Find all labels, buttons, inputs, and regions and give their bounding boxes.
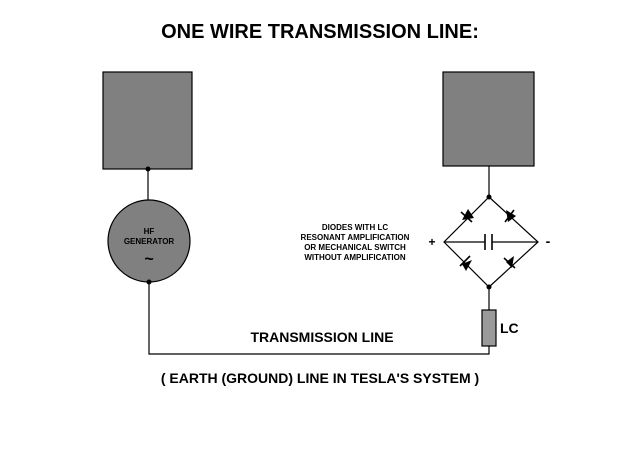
left-terminal-plate (102, 71, 193, 170)
diode-bottom-left (459, 255, 472, 271)
diode-bottom-right (503, 256, 516, 269)
page-title: ONE WIRE TRANSMISSION LINE: (161, 21, 479, 43)
diode-note-line4: WITHOUT AMPLIFICATION (304, 253, 406, 262)
diode-top-left (460, 209, 474, 223)
minus-terminal-label: - (546, 233, 551, 249)
generator-label-text: GENERATOR (124, 237, 175, 246)
generator-label-hf: HF (144, 227, 155, 236)
right-terminal-plate (442, 71, 535, 167)
transmission-line-label: TRANSMISSION LINE (250, 329, 393, 345)
left-plate-node (145, 166, 151, 172)
earth-ground-note: ( EARTH (GROUND) LINE IN TESLA'S SYSTEM … (161, 370, 479, 386)
plus-terminal-label: + (428, 235, 435, 249)
diode-note-line3: OR MECHANICAL SWITCH (304, 243, 406, 252)
diode-note-line1: DIODES WITH LC (322, 223, 388, 232)
bridge-capacitor (444, 234, 538, 250)
diode-note-line2: RESONANT AMPLIFICATION (301, 233, 410, 242)
diode-top-right (504, 209, 516, 223)
ac-wave-symbol: ~ (144, 251, 153, 268)
lc-component (481, 309, 497, 347)
transmission-wire (148, 282, 490, 355)
lc-label: LC (500, 320, 519, 336)
